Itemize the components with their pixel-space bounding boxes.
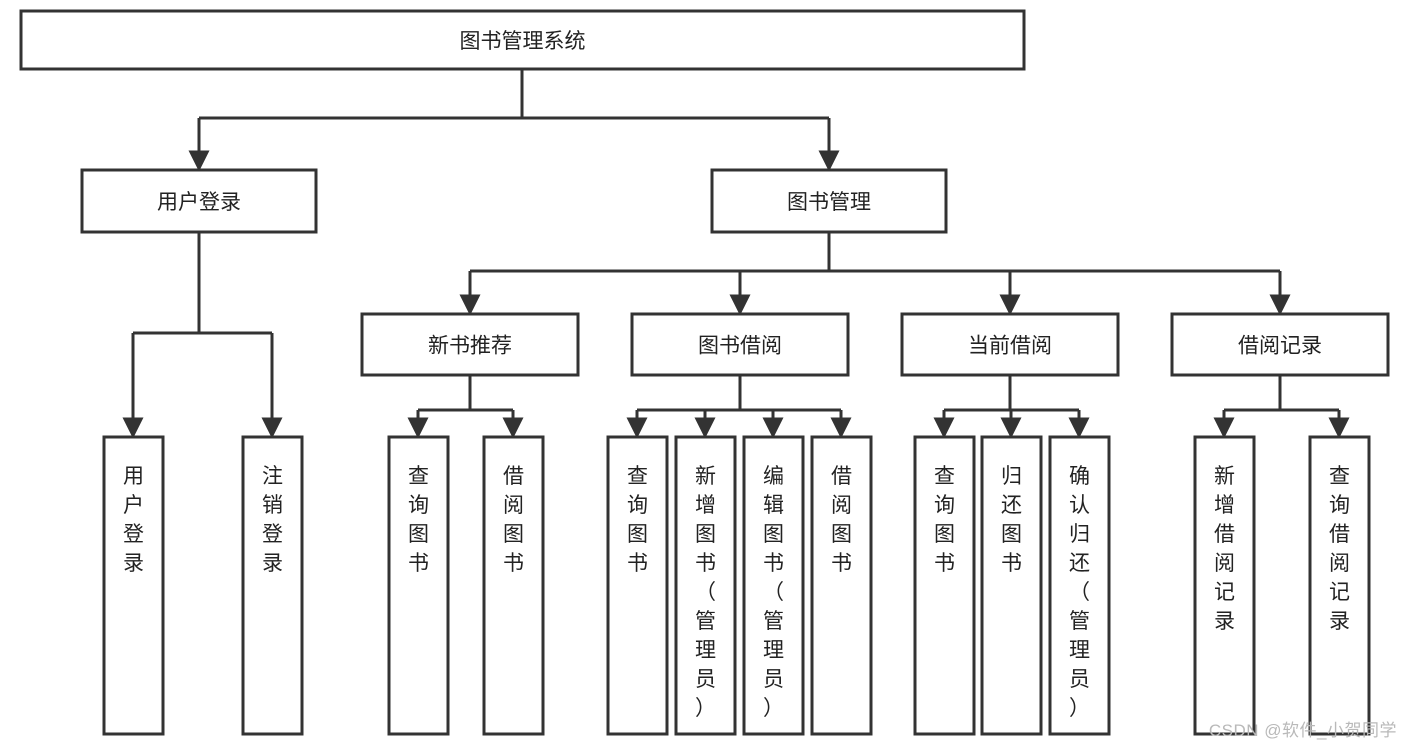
node-box-leaf-edit-book-admin[interactable]	[742, 435, 805, 736]
node-current-borrow[interactable]: 当前借阅	[900, 312, 1120, 377]
edge-group-current-to-leaves	[933, 375, 1090, 439]
node-box-leaf-add-book-admin[interactable]	[674, 435, 737, 736]
watermark-text: CSDN @软件_小贺同学	[1208, 721, 1397, 740]
node-box-leaf-add-borrow-record[interactable]	[1193, 435, 1256, 736]
node-leaf-borrow-book[interactable]: 借阅图书	[810, 435, 873, 736]
node-box-leaf-query-book-borrow[interactable]	[606, 435, 669, 736]
node-leaf-return-book[interactable]: 归还图书	[980, 435, 1043, 736]
node-box-new-book-recommend[interactable]	[360, 312, 580, 377]
node-label-current-borrow: 当前借阅	[968, 335, 1052, 358]
node-label-root: 图书管理系统	[460, 30, 586, 53]
node-leaf-add-book-admin[interactable]: 新增图书（管理员）	[674, 435, 737, 736]
node-borrow-record[interactable]: 借阅记录	[1170, 312, 1390, 377]
node-leaf-query-borrow-record[interactable]: 查询借阅记录	[1308, 435, 1371, 736]
node-label-leaf-query-book-rec: 查询图书	[408, 465, 429, 575]
node-box-root[interactable]	[19, 9, 1026, 71]
node-label-leaf-query-borrow-record: 查询借阅记录	[1329, 465, 1350, 633]
node-leaf-query-book-rec[interactable]: 查询图书	[387, 435, 450, 736]
node-leaf-query-book-cur[interactable]: 查询图书	[913, 435, 976, 736]
node-new-book-recommend[interactable]: 新书推荐	[360, 312, 580, 377]
node-box-borrow-record[interactable]	[1170, 312, 1390, 377]
node-box-leaf-confirm-return-admin[interactable]	[1048, 435, 1111, 736]
node-label-leaf-edit-book-admin: 编辑图书（管理员）	[763, 465, 784, 720]
node-label-leaf-user-login: 用户登录	[123, 465, 144, 575]
node-label-leaf-query-book-cur: 查询图书	[934, 465, 955, 575]
node-user-login[interactable]: 用户登录	[80, 168, 318, 234]
node-leaf-edit-book-admin[interactable]: 编辑图书（管理员）	[742, 435, 805, 736]
node-label-user-login: 用户登录	[157, 191, 241, 214]
nodes-layer: 图书管理系统用户登录图书管理新书推荐图书借阅当前借阅借阅记录用户登录注销登录查询…	[19, 9, 1390, 736]
node-box-leaf-query-book-cur[interactable]	[913, 435, 976, 736]
node-box-leaf-query-book-rec[interactable]	[387, 435, 450, 736]
node-label-leaf-borrow-book: 借阅图书	[831, 465, 852, 575]
node-label-book-manage: 图书管理	[787, 191, 871, 214]
node-label-leaf-return-book: 归还图书	[1001, 465, 1022, 575]
node-leaf-logout-login[interactable]: 注销登录	[241, 435, 304, 736]
node-box-leaf-borrow-book[interactable]	[810, 435, 873, 736]
node-box-book-borrow[interactable]	[630, 312, 850, 377]
edge-group-root-to-level2	[188, 69, 840, 172]
node-box-user-login[interactable]	[80, 168, 318, 234]
node-label-book-borrow: 图书借阅	[698, 335, 782, 358]
node-root[interactable]: 图书管理系统	[19, 9, 1026, 71]
edge-group-user-login-to-leaves	[122, 232, 283, 439]
node-box-leaf-logout-login[interactable]	[241, 435, 304, 736]
node-box-leaf-user-login[interactable]	[102, 435, 165, 736]
edges-layer	[122, 69, 1350, 439]
node-book-borrow[interactable]: 图书借阅	[630, 312, 850, 377]
node-leaf-confirm-return-admin[interactable]: 确认归还（管理员）	[1048, 435, 1111, 736]
edge-group-recommend-to-leaves	[407, 375, 524, 439]
node-label-leaf-logout-login: 注销登录	[262, 465, 283, 575]
node-leaf-user-login[interactable]: 用户登录	[102, 435, 165, 736]
node-label-new-book-recommend: 新书推荐	[428, 335, 512, 358]
node-label-leaf-confirm-return-admin: 确认归还（管理员）	[1069, 465, 1090, 720]
node-label-borrow-record: 借阅记录	[1238, 335, 1322, 358]
node-box-current-borrow[interactable]	[900, 312, 1120, 377]
node-label-leaf-add-book-admin: 新增图书（管理员）	[695, 465, 716, 720]
edge-group-record-to-leaves	[1213, 375, 1350, 439]
node-leaf-borrow-book-rec[interactable]: 借阅图书	[482, 435, 545, 736]
node-label-leaf-query-book-borrow: 查询图书	[627, 465, 648, 575]
edge-group-borrow-to-leaves	[626, 375, 852, 439]
node-book-manage[interactable]: 图书管理	[710, 168, 948, 234]
node-box-book-manage[interactable]	[710, 168, 948, 234]
node-box-leaf-borrow-book-rec[interactable]	[482, 435, 545, 736]
node-box-leaf-query-borrow-record[interactable]	[1308, 435, 1371, 736]
edge-group-level2-to-level3	[459, 232, 1291, 316]
node-leaf-query-book-borrow[interactable]: 查询图书	[606, 435, 669, 736]
node-leaf-add-borrow-record[interactable]: 新增借阅记录	[1193, 435, 1256, 736]
node-box-leaf-return-book[interactable]	[980, 435, 1043, 736]
node-label-leaf-add-borrow-record: 新增借阅记录	[1214, 465, 1235, 633]
node-label-leaf-borrow-book-rec: 借阅图书	[503, 465, 524, 575]
